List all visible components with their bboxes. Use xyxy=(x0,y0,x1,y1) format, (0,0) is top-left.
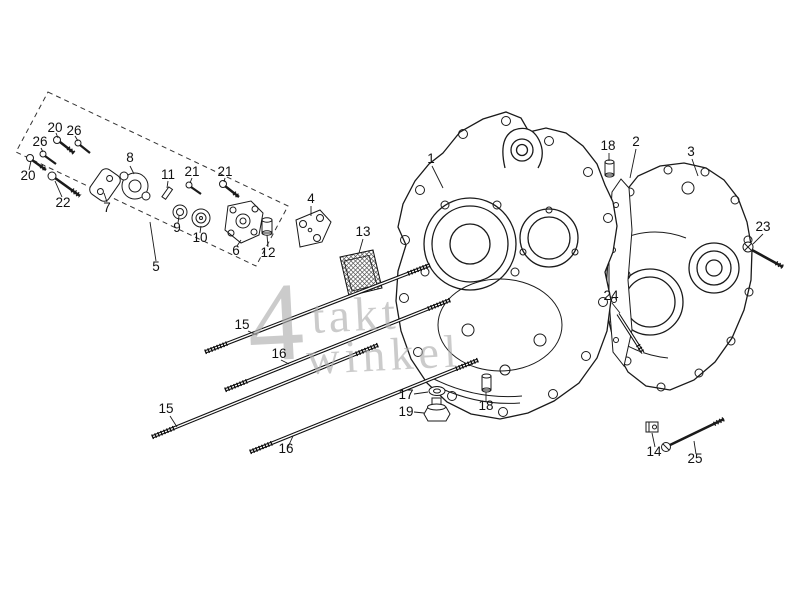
crankcase-studs xyxy=(151,262,479,455)
rotor-10 xyxy=(191,208,211,228)
callout-24: 24 xyxy=(603,288,619,303)
gasket-8 xyxy=(119,171,151,201)
callout-23: 23 xyxy=(755,219,770,234)
oil-pump-assembly xyxy=(15,91,383,297)
kit-dashed-boundary xyxy=(15,91,289,267)
stud-21-b xyxy=(219,180,241,199)
pump-body-6 xyxy=(224,200,264,244)
watermark-word-winkel: winkel xyxy=(305,325,463,384)
callout-8: 8 xyxy=(126,150,134,165)
callout-16-b: 16 xyxy=(278,441,293,456)
right-crankcase-half xyxy=(603,162,754,392)
callout-18-top: 18 xyxy=(600,138,615,153)
plate-7 xyxy=(89,168,121,202)
dowel-18-top xyxy=(604,159,615,178)
clamp-14 xyxy=(645,421,659,433)
pin-11 xyxy=(161,186,174,201)
bolt-23 xyxy=(742,241,785,269)
screw-26-top xyxy=(74,139,91,154)
stud-15-lower xyxy=(151,342,379,440)
leader-lines xyxy=(28,132,764,455)
callout-20-b: 20 xyxy=(20,168,35,183)
bolt-25 xyxy=(661,416,726,452)
screw-26-left xyxy=(39,150,57,165)
washer-17 xyxy=(428,386,446,396)
callout-9: 9 xyxy=(173,220,181,235)
callout-16-a: 16 xyxy=(271,346,286,361)
callout-26-b: 26 xyxy=(32,134,47,149)
callout-15-b: 15 xyxy=(158,401,173,416)
callout-13: 13 xyxy=(355,224,370,239)
seal-9 xyxy=(172,204,188,220)
callout-6: 6 xyxy=(232,243,240,258)
callout-19: 19 xyxy=(398,404,413,419)
watermark: 4 takt winkel xyxy=(244,260,463,387)
callout-10: 10 xyxy=(192,230,207,245)
callout-4: 4 xyxy=(307,191,315,206)
watermark-word-takt: takt xyxy=(310,286,401,344)
callout-2: 2 xyxy=(632,134,640,149)
bolt-22 xyxy=(47,171,82,198)
stud-16-upper xyxy=(224,297,451,393)
callout-15-a: 15 xyxy=(234,317,249,332)
callout-20-a: 20 xyxy=(47,120,62,135)
callout-14: 14 xyxy=(646,444,662,459)
small-fasteners xyxy=(423,159,785,452)
screw-20-left xyxy=(26,154,48,172)
plate-4 xyxy=(295,209,332,248)
stud-24 xyxy=(616,313,645,355)
callout-3: 3 xyxy=(687,144,695,159)
callout-18-bottom: 18 xyxy=(478,398,493,413)
stud-15-upper xyxy=(204,262,431,355)
callout-7: 7 xyxy=(103,200,111,215)
watermark-numeral: 4 xyxy=(244,260,306,387)
callout-11: 11 xyxy=(161,167,175,182)
dowel-18-bottom xyxy=(481,373,492,393)
screw-20-top xyxy=(53,136,76,155)
callout-21-a: 21 xyxy=(184,164,199,179)
stud-21-a xyxy=(185,181,202,195)
callout-21-b: 21 xyxy=(217,164,232,179)
callout-17: 17 xyxy=(398,387,413,402)
callout-5: 5 xyxy=(152,259,160,274)
callout-26-a: 26 xyxy=(66,123,81,138)
callout-1: 1 xyxy=(427,151,435,166)
callout-22: 22 xyxy=(55,195,70,210)
callout-labels: 20 26 26 20 22 7 8 11 21 21 9 10 6 12 5 … xyxy=(20,120,770,466)
stud-16-lower xyxy=(249,357,479,455)
left-crankcase-half xyxy=(395,111,618,420)
callout-12: 12 xyxy=(260,245,275,260)
drain-bolt-19 xyxy=(423,397,451,422)
collar-12 xyxy=(261,217,273,236)
callout-25: 25 xyxy=(687,451,702,466)
